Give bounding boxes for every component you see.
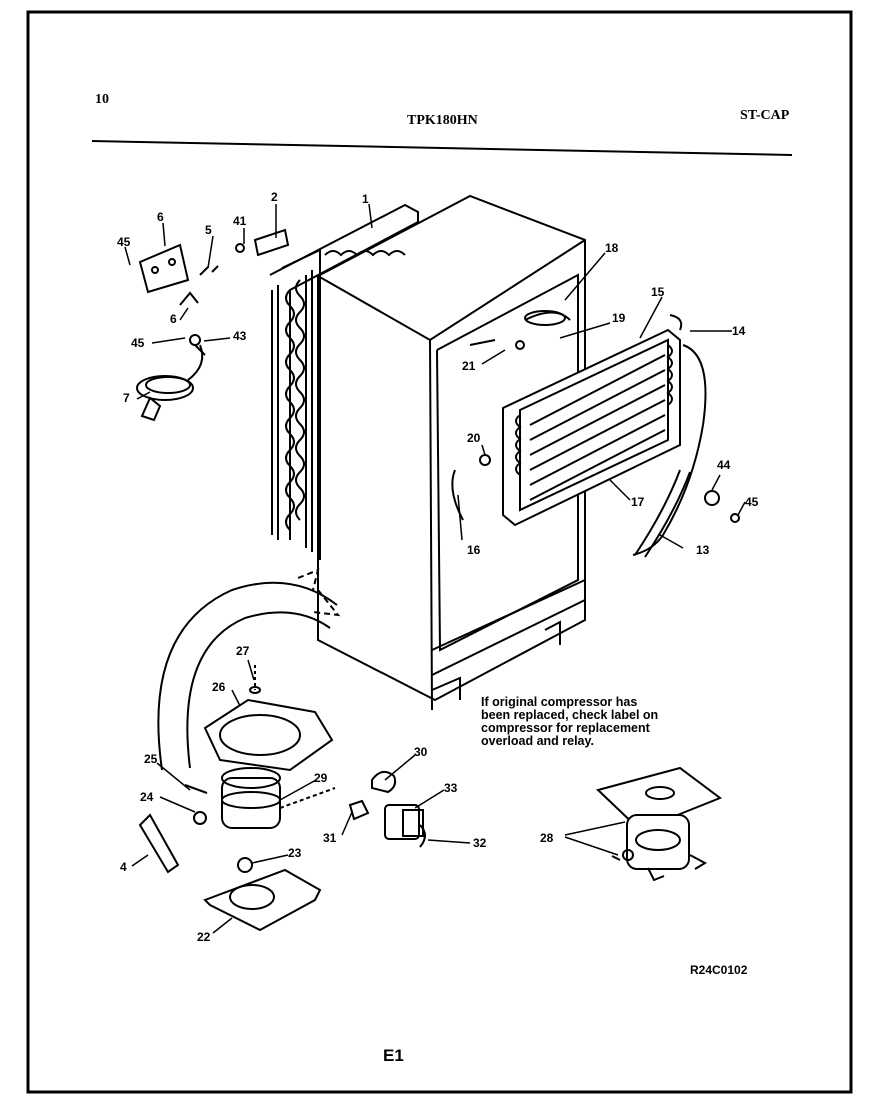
callout-29: 29 (314, 771, 328, 785)
callout-45-top: 45 (117, 235, 131, 249)
callout-1: 1 (362, 192, 369, 206)
callout-27: 27 (236, 644, 250, 658)
callout-30: 30 (414, 745, 428, 759)
callouts: 1 2 41 6 5 45 6 43 45 7 18 15 19 14 21 2… (117, 190, 759, 944)
callout-28: 28 (540, 831, 554, 845)
replacement-compressor (596, 766, 723, 882)
callout-4: 4 (120, 860, 127, 874)
callout-32: 32 (473, 836, 487, 850)
callout-33: 33 (444, 781, 458, 795)
compressor-note: If original compressor has been replaced… (481, 696, 696, 748)
callout-19: 19 (612, 311, 626, 325)
callout-15: 15 (651, 285, 665, 299)
page-label: E1 (383, 1046, 404, 1065)
callout-17: 17 (631, 495, 645, 509)
install-arrow (157, 568, 341, 771)
callout-5: 5 (205, 223, 212, 237)
callout-22: 22 (197, 930, 211, 944)
note-line: If original compressor has (481, 695, 638, 709)
page-border (26, 10, 853, 1094)
callout-21: 21 (462, 359, 476, 373)
callout-45-right: 45 (745, 495, 759, 509)
callout-13: 13 (696, 543, 710, 557)
callout-25: 25 (144, 752, 158, 766)
cabinet (317, 194, 586, 711)
leader-lines (124, 203, 746, 934)
model-number: TPK180HN (407, 113, 478, 128)
callout-2: 2 (271, 190, 278, 204)
callout-26: 26 (212, 680, 226, 694)
callout-18: 18 (605, 241, 619, 255)
tubing (451, 310, 740, 558)
callout-8: 6 (157, 210, 164, 224)
callout-31: 31 (323, 831, 337, 845)
drawing-code: R24C0102 (690, 963, 748, 977)
section-code: ST-CAP (740, 108, 790, 123)
callout-24: 24 (140, 790, 154, 804)
note-line: been replaced, check label on (481, 708, 659, 722)
callout-45-mid: 45 (131, 336, 145, 350)
callout-16: 16 (467, 543, 481, 557)
page-ref: 10 (95, 92, 109, 107)
bracket-parts (136, 228, 290, 422)
condenser-coil (269, 203, 419, 560)
note-line: compressor for replacement (481, 721, 650, 735)
callout-14: 14 (732, 324, 746, 338)
callout-7: 7 (123, 391, 130, 405)
callout-20: 20 (467, 431, 481, 445)
compressor-assembly (138, 665, 426, 932)
callout-23: 23 (288, 846, 302, 860)
callout-43: 43 (233, 329, 247, 343)
header-rule (91, 140, 793, 156)
note-line: overload and relay. (481, 734, 595, 748)
callout-41: 41 (233, 214, 247, 228)
callout-6: 6 (170, 312, 177, 326)
callout-44: 44 (717, 458, 731, 472)
evaporator (502, 314, 707, 556)
